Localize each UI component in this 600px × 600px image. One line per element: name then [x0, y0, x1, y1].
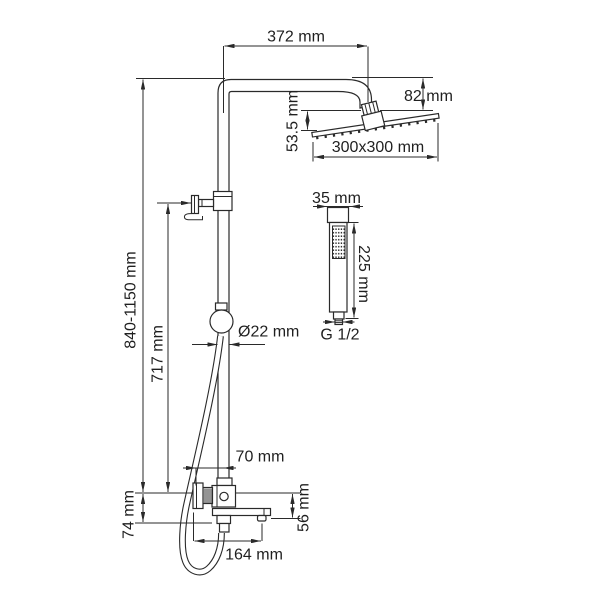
- handshower-holder-bracket: [183, 194, 215, 221]
- dimension-column-height: 840-1150 mm: [123, 78, 225, 492]
- label-head-drop: 82 mm: [404, 88, 453, 105]
- column-sleeve: [212, 190, 233, 212]
- label-thread: G 1/2: [320, 327, 359, 344]
- label-hand-width: 35 mm: [312, 190, 361, 207]
- hand-shower: [326, 206, 350, 326]
- dimension-head-drop: 82 mm: [352, 77, 453, 111]
- valve-handle: [192, 482, 214, 510]
- dimension-head-face: 53.5 mm: [285, 90, 361, 152]
- label-pipe-diameter: Ø22 mm: [238, 324, 299, 341]
- label-valve-offset: 70 mm: [236, 449, 285, 466]
- slider-ball-joint: [209, 309, 234, 334]
- holder-hook: [183, 213, 203, 221]
- label-head-size: 300x300 mm: [332, 139, 425, 156]
- spout-aerator: [256, 514, 267, 522]
- dimension-spout-reach: 164 mm: [193, 512, 283, 564]
- dimensions: 372 mm 82 mm 53.5 mm 300x300 mm 35 mm: [121, 29, 453, 564]
- valve-top-collar: [216, 477, 233, 487]
- mixer-valve: [192, 477, 272, 533]
- rain-shower-head: [311, 100, 440, 140]
- label-spout-drop: 56 mm: [296, 483, 313, 532]
- handshower-connector: [332, 311, 345, 320]
- head-ball-joint: [360, 100, 386, 132]
- label-upper-section: 717 mm: [150, 325, 167, 383]
- label-outlet-drop: 74 mm: [121, 490, 138, 539]
- dimension-hand-width: 35 mm: [312, 190, 363, 209]
- dimension-upper-section: 717 mm: [150, 200, 191, 492]
- label-column-height: 840-1150 mm: [123, 251, 140, 349]
- dimension-thread: G 1/2: [320, 319, 360, 344]
- dimension-pipe-diameter: Ø22 mm: [192, 324, 299, 347]
- spout: [211, 507, 272, 522]
- dimension-valve-offset: 70 mm: [183, 449, 284, 486]
- dimension-spout-drop: 56 mm: [271, 483, 313, 532]
- shower-column: [183, 78, 373, 488]
- dimension-hand-length: 225 mm: [345, 222, 372, 319]
- handshower-head: [326, 206, 350, 224]
- dimension-head-size: 300x300 mm: [312, 123, 439, 162]
- dimension-outlet-drop: 74 mm: [121, 490, 212, 539]
- label-head-face: 53.5 mm: [285, 90, 302, 152]
- slider-collar: [214, 302, 228, 311]
- label-spout-reach: 164 mm: [225, 547, 283, 564]
- diverter-knob: [219, 491, 229, 502]
- label-arm-width: 372 mm: [267, 29, 325, 46]
- hose-outlet: [216, 514, 232, 533]
- label-hand-length: 225 mm: [355, 245, 372, 303]
- dimension-arm-width: 372 mm: [223, 29, 369, 113]
- shower-hose: [179, 335, 225, 576]
- column-pipe-and-arm: [217, 78, 373, 488]
- handshower-spray-face: [332, 225, 346, 259]
- handshower-thread: [334, 318, 344, 326]
